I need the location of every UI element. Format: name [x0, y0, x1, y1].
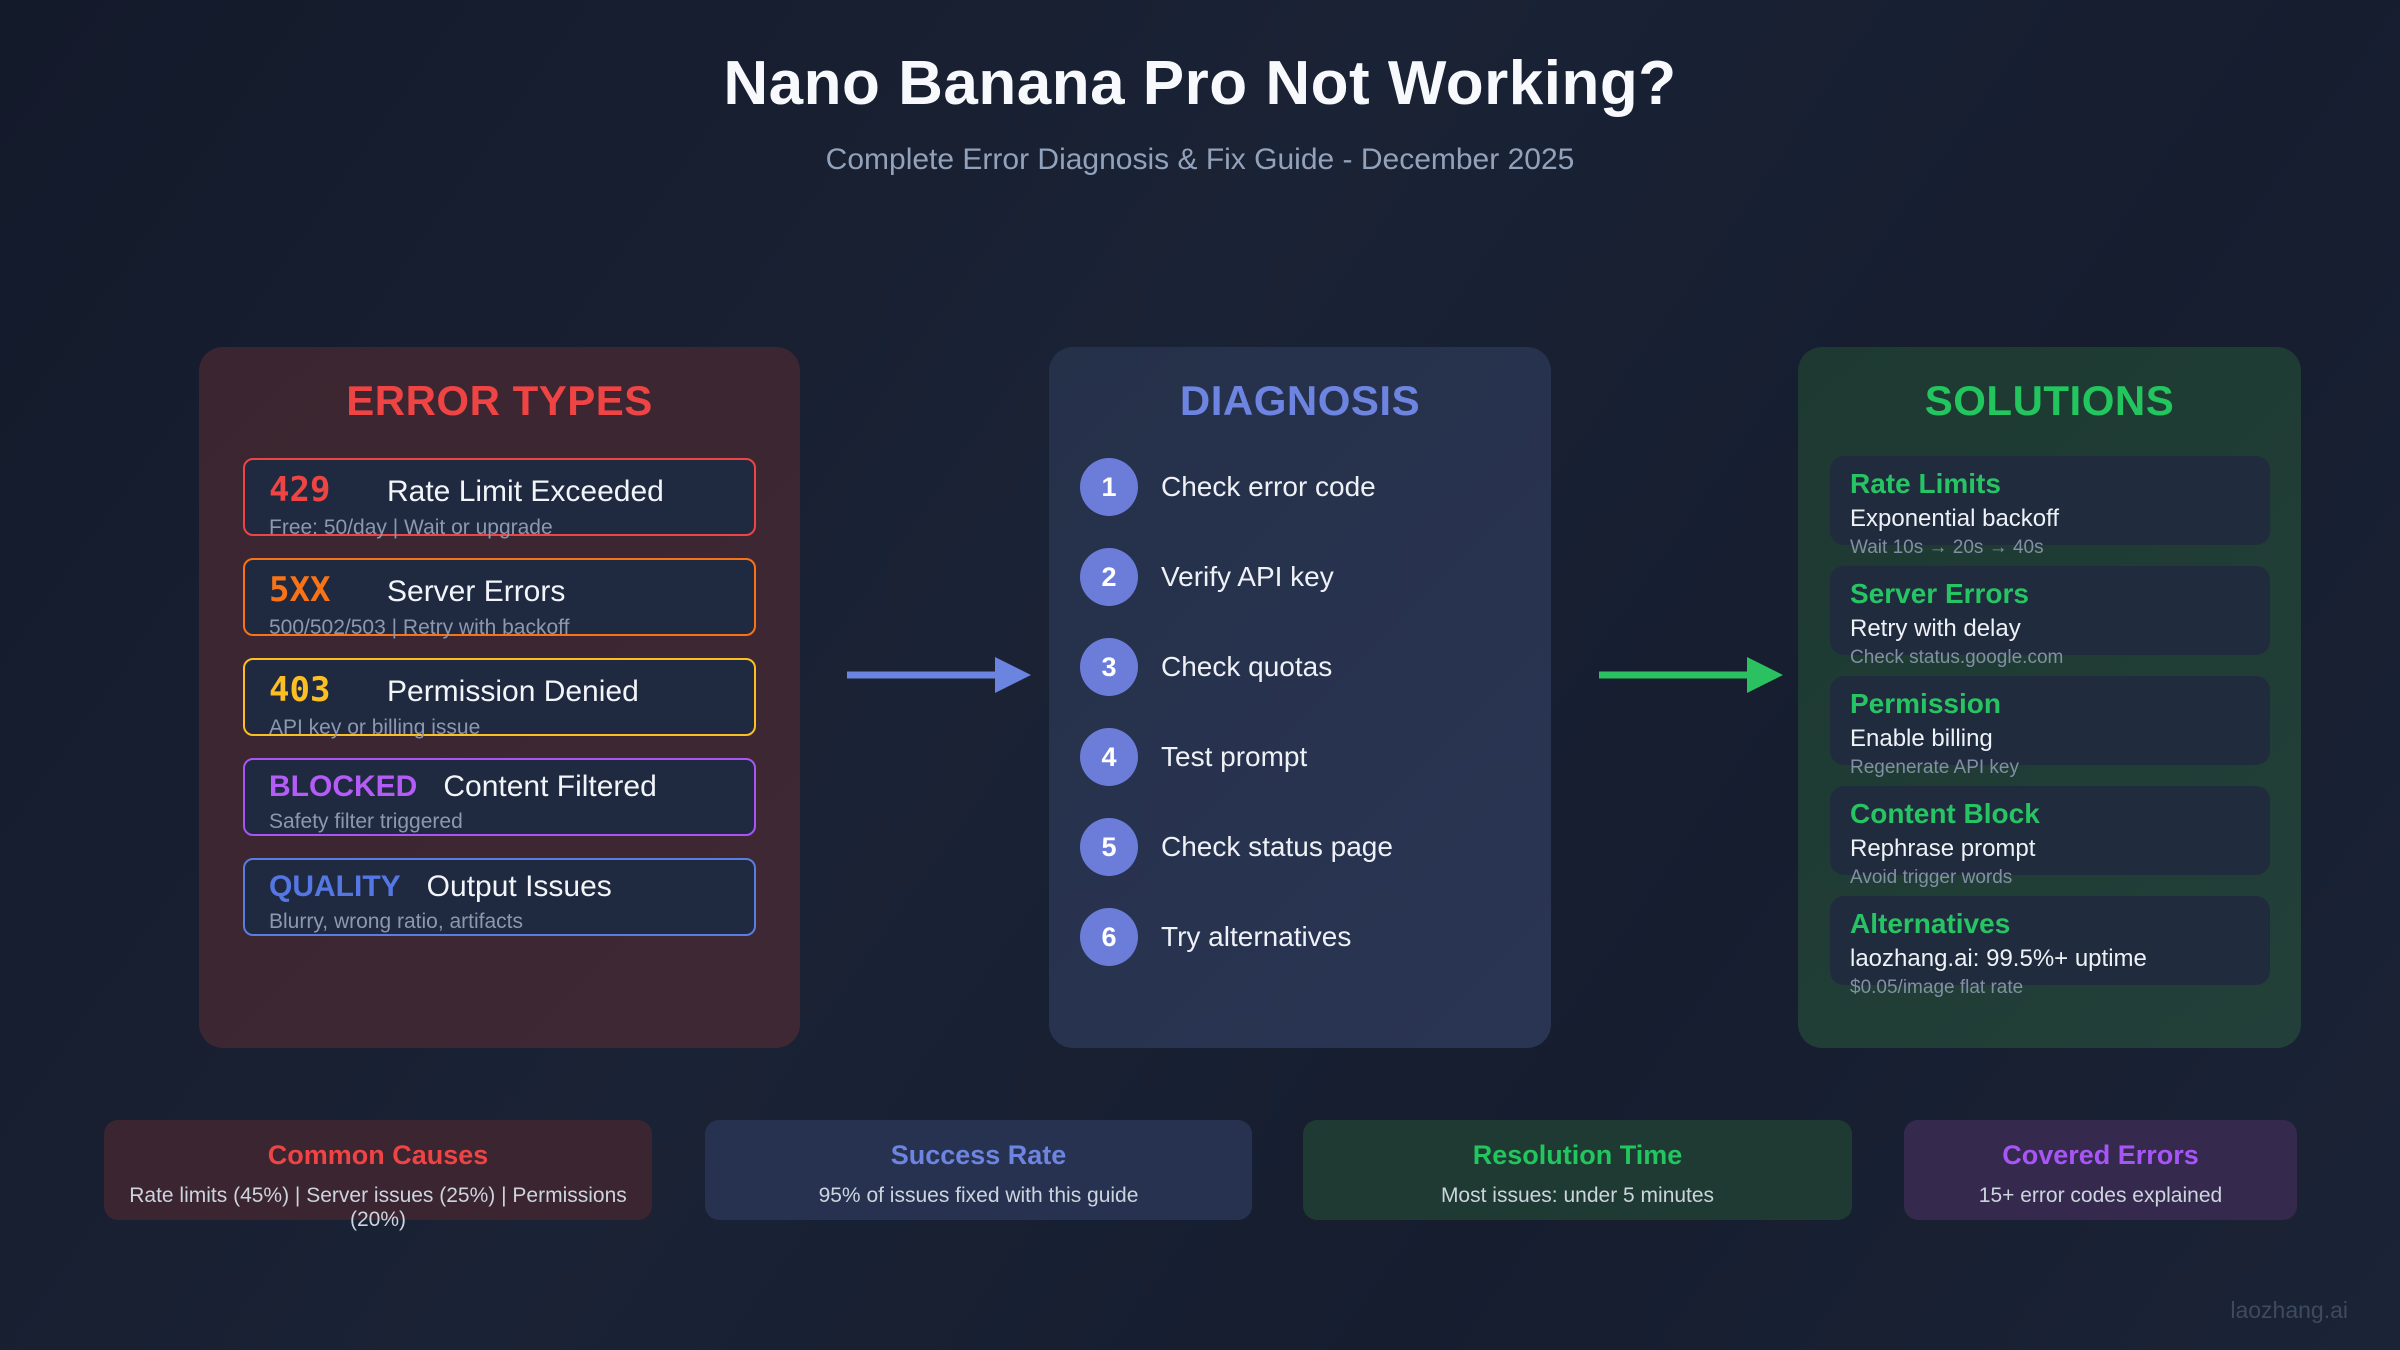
- error-card-detail: 500/502/503 | Retry with backoff: [269, 616, 570, 639]
- step-number-badge: 6: [1080, 908, 1138, 966]
- stat-title: Covered Errors: [2002, 1140, 2199, 1170]
- solution-card-action: Retry with delay: [1850, 615, 2021, 642]
- diagnosis-step-3: 3 Check quotas: [1080, 638, 1551, 696]
- error-code-badge: BLOCKED: [269, 770, 418, 803]
- solution-card-title: Content Block: [1850, 798, 2040, 829]
- solution-card-note: $0.05/image flat rate: [1850, 977, 2024, 998]
- error-card-detail: API key or billing issue: [269, 716, 481, 739]
- solution-card-permission: Permission Enable billing Regenerate API…: [1830, 676, 2270, 778]
- stat-card-covered-errors: Covered Errors 15+ error codes explained: [1904, 1120, 2297, 1220]
- solution-card-title: Alternatives: [1850, 908, 2011, 939]
- error-card-title: Content Filtered: [443, 770, 657, 803]
- step-number-badge: 4: [1080, 728, 1138, 786]
- solution-card-note: Check status.google.com: [1850, 647, 2064, 668]
- error-card-title: Server Errors: [387, 575, 566, 608]
- error-card-row: QUALITY Output Issues: [269, 870, 730, 904]
- diagnosis-step-4: 4 Test prompt: [1080, 728, 1551, 786]
- step-number-badge: 2: [1080, 548, 1138, 606]
- solution-card-title: Server Errors: [1850, 578, 2030, 609]
- stat-card-common-causes: Common Causes Rate limits (45%) | Server…: [104, 1120, 652, 1231]
- error-card-title: Rate Limit Exceeded: [387, 475, 664, 508]
- error-card-403: 403 Permission Denied API key or billing…: [243, 658, 756, 739]
- solution-card-note: Regenerate API key: [1850, 757, 2019, 778]
- diagnosis-step-5: 5 Check status page: [1080, 818, 1551, 876]
- solution-card-content-block: Content Block Rephrase prompt Avoid trig…: [1830, 786, 2270, 888]
- step-number-badge: 1: [1080, 458, 1138, 516]
- error-card-title: Output Issues: [426, 870, 612, 903]
- step-number-badge: 3: [1080, 638, 1138, 696]
- solution-card-server-errors: Server Errors Retry with delay Check sta…: [1830, 566, 2270, 668]
- page-subtitle: Complete Error Diagnosis & Fix Guide - D…: [825, 143, 1575, 176]
- solution-card-action: Rephrase prompt: [1850, 835, 2036, 862]
- stat-title: Resolution Time: [1472, 1140, 1683, 1170]
- error-card-row: BLOCKED Content Filtered: [269, 770, 730, 804]
- solution-card-note: Wait 10s → 20s → 40s: [1850, 537, 2044, 558]
- step-label: Check error code: [1161, 471, 1376, 502]
- solutions-cards-list: Rate Limits Exponential backoff Wait 10s…: [1798, 456, 2301, 998]
- step-label: Check status page: [1161, 831, 1393, 862]
- error-card-detail: Safety filter triggered: [269, 810, 463, 833]
- flow-arrow-errors-to-diagnosis-icon: [847, 657, 1031, 693]
- solution-card-action: Enable billing: [1850, 725, 1993, 752]
- error-code-badge: QUALITY: [269, 870, 401, 903]
- error-card-row: 5XX Server Errors: [269, 570, 730, 610]
- stat-subtitle: Most issues: under 5 minutes: [1440, 1184, 1715, 1207]
- error-card-detail: Blurry, wrong ratio, artifacts: [269, 910, 524, 933]
- stat-title: Common Causes: [267, 1140, 489, 1170]
- step-label: Try alternatives: [1161, 921, 1352, 952]
- stat-title: Success Rate: [890, 1140, 1067, 1170]
- step-label: Verify API key: [1161, 561, 1334, 592]
- stat-subtitle: 15+ error codes explained: [1978, 1184, 2223, 1207]
- stat-card-resolution-time: Resolution Time Most issues: under 5 min…: [1303, 1120, 1852, 1220]
- stat-card-success-rate: Success Rate 95% of issues fixed with th…: [705, 1120, 1252, 1220]
- solutions-panel: SOLUTIONS Rate Limits Exponential backof…: [1798, 347, 2301, 1048]
- solution-card-alternatives: Alternatives laozhang.ai: 99.5%+ uptime …: [1830, 896, 2270, 998]
- error-card-row: 429 Rate Limit Exceeded: [269, 470, 730, 510]
- solution-card-rate-limits: Rate Limits Exponential backoff Wait 10s…: [1830, 456, 2270, 558]
- diagnosis-steps-list: 1 Check error code 2 Verify API key 3 Ch…: [1049, 458, 1551, 966]
- error-code-badge: 5XX: [269, 570, 331, 610]
- solution-card-title: Rate Limits: [1850, 468, 2001, 499]
- watermark: laozhang.ai: [2230, 1297, 2348, 1323]
- error-card-quality: QUALITY Output Issues Blurry, wrong rati…: [243, 858, 756, 936]
- solutions-heading: SOLUTIONS: [1924, 377, 2175, 424]
- solution-card-note: Avoid trigger words: [1850, 867, 2013, 888]
- stat-subtitle: 95% of issues fixed with this guide: [818, 1184, 1139, 1207]
- diagnosis-heading: DIAGNOSIS: [1179, 377, 1421, 424]
- stat-subtitle: Rate limits (45%) | Server issues (25%) …: [129, 1184, 627, 1231]
- solution-card-title: Permission: [1850, 688, 2001, 719]
- diagnosis-step-1: 1 Check error code: [1080, 458, 1551, 516]
- diagnosis-step-6: 6 Try alternatives: [1080, 908, 1551, 966]
- page-title: Nano Banana Pro Not Working?: [723, 49, 1677, 118]
- diagnosis-step-2: 2 Verify API key: [1080, 548, 1551, 606]
- diagnosis-panel: DIAGNOSIS 1 Check error code 2 Verify AP…: [1049, 347, 1551, 1048]
- error-code-badge: 403: [269, 670, 331, 710]
- solution-card-action: laozhang.ai: 99.5%+ uptime: [1850, 945, 2147, 972]
- error-card-title: Permission Denied: [387, 675, 639, 708]
- step-label: Test prompt: [1161, 741, 1308, 772]
- step-number-badge: 5: [1080, 818, 1138, 876]
- error-card-429: 429 Rate Limit Exceeded Free: 50/day | W…: [243, 458, 756, 539]
- error-code-badge: 429: [269, 470, 331, 510]
- error-card-row: 403 Permission Denied: [269, 670, 730, 710]
- flow-arrow-diagnosis-to-solutions-icon: [1599, 657, 1783, 693]
- error-card-detail: Free: 50/day | Wait or upgrade: [269, 516, 553, 539]
- solution-card-action: Exponential backoff: [1850, 505, 2060, 532]
- error-card-blocked: BLOCKED Content Filtered Safety filter t…: [243, 758, 756, 836]
- error-card-5xx: 5XX Server Errors 500/502/503 | Retry wi…: [243, 558, 756, 639]
- error-types-panel: ERROR TYPES 429 Rate Limit Exceeded Free…: [199, 347, 800, 1048]
- step-label: Check quotas: [1161, 651, 1333, 682]
- error-types-heading: ERROR TYPES: [346, 377, 653, 424]
